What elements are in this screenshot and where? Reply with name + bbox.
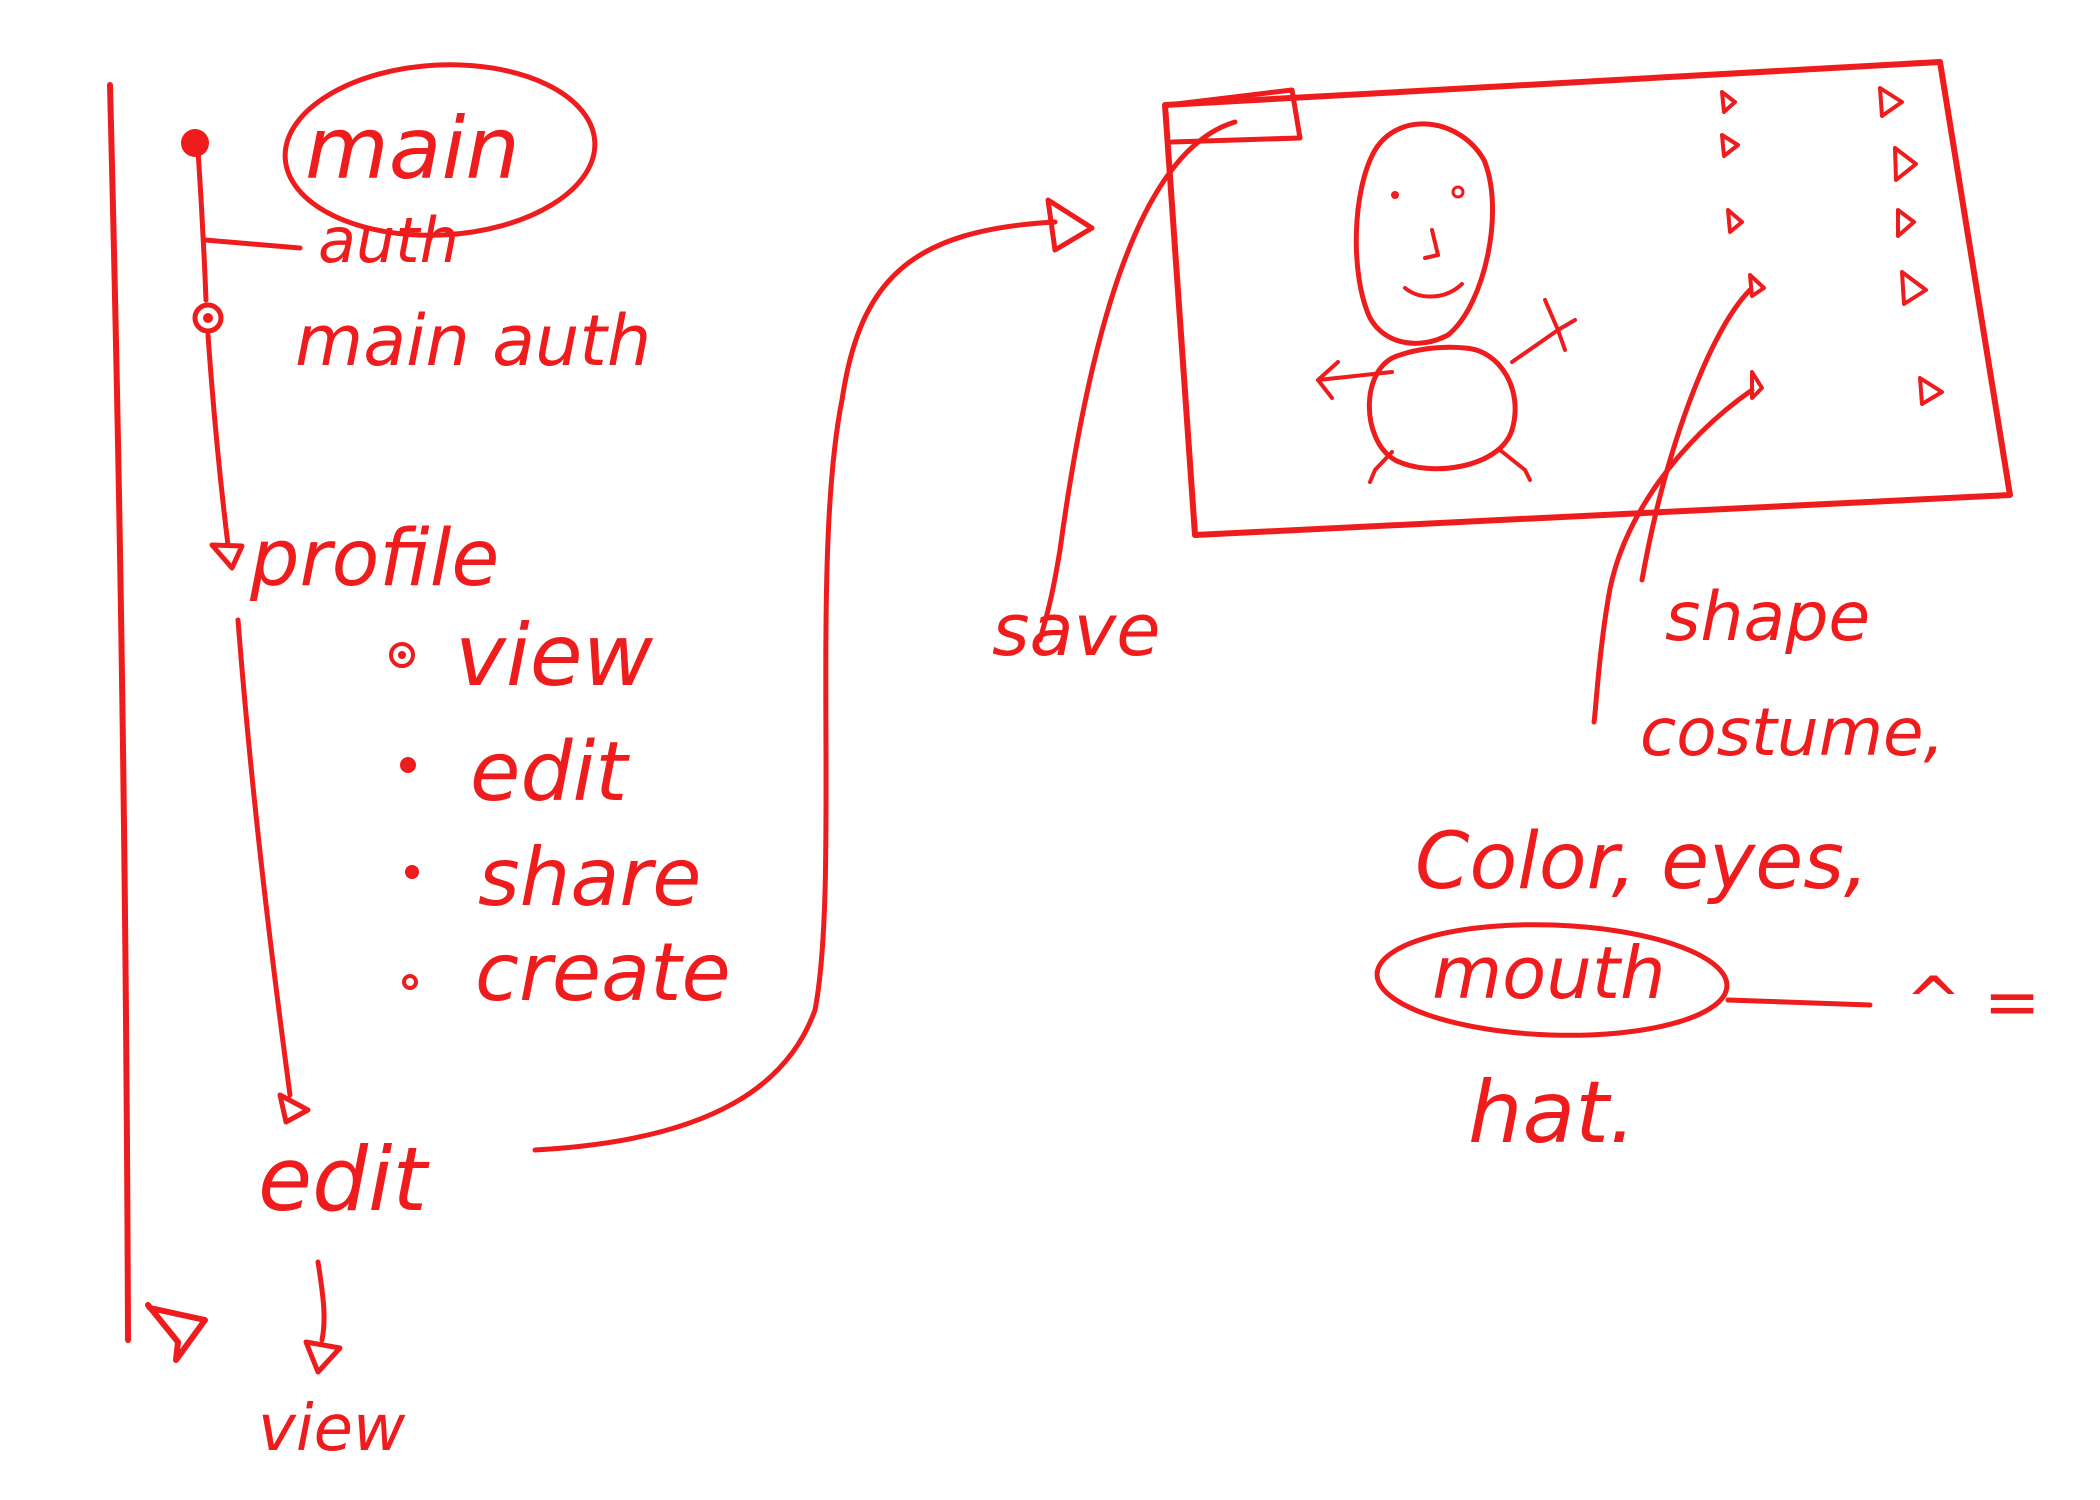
character-head xyxy=(1353,121,1496,346)
character-left-leg xyxy=(1368,450,1394,484)
shape-pointer-line xyxy=(1639,287,1753,583)
create-bullet xyxy=(402,974,418,990)
mouth-highlight-circle xyxy=(1374,922,1730,1038)
hat-label: hat. xyxy=(1468,1063,1636,1163)
options-line-2: Color, eyes, xyxy=(1415,817,1869,907)
edit-to-editor-arrow-head xyxy=(1045,197,1095,253)
mouth-label: mouth xyxy=(1432,931,1666,1015)
character-body xyxy=(1366,344,1518,472)
editor-mockup: save xyxy=(992,59,2041,1163)
view-connector xyxy=(315,1259,327,1343)
auth-branch xyxy=(202,237,303,251)
profile-item-share: share xyxy=(405,831,702,924)
main-label: main xyxy=(305,99,520,199)
triangle-icon xyxy=(1900,270,1928,306)
options-line-1: costume, xyxy=(1640,694,1945,771)
edit-label: edit xyxy=(258,1128,430,1231)
profile-item-view: view xyxy=(389,606,654,706)
profile-item-share-label: share xyxy=(478,831,702,924)
triangle-icon xyxy=(1720,90,1737,114)
triangle-icon xyxy=(1720,133,1740,158)
character-right-arm xyxy=(1510,298,1577,364)
character-left-eye xyxy=(1391,191,1399,199)
profile-item-create-label: create xyxy=(475,926,731,1019)
view-label: view xyxy=(258,1392,406,1466)
main-node-dot xyxy=(181,129,209,157)
character-mouth xyxy=(1403,282,1464,299)
view-bullet-dot xyxy=(398,651,406,659)
view-arrow-head xyxy=(303,1339,343,1375)
edit-connector xyxy=(235,617,293,1098)
profile-connector xyxy=(205,332,231,548)
mouth-connector xyxy=(1725,997,1873,1008)
profile-item-view-label: view xyxy=(455,606,654,706)
character-right-eye xyxy=(1451,185,1465,199)
costume-pointer-line xyxy=(1591,387,1755,725)
main-connector xyxy=(195,147,209,303)
character-nose xyxy=(1423,228,1440,260)
option-column-right xyxy=(1878,86,1944,406)
main-auth-node-ring xyxy=(192,302,224,334)
shape-label: shape xyxy=(1665,578,1870,657)
auth-label: auth xyxy=(318,204,459,277)
triangle-icon xyxy=(1726,208,1744,234)
flow-diagram: main auth main auth profile view edit sh… xyxy=(107,62,1095,1466)
triangle-icon xyxy=(1750,370,1764,400)
editor-screen-frame xyxy=(1162,59,2013,538)
profile-arrow-head xyxy=(209,542,245,571)
triangle-icon xyxy=(1918,376,1944,406)
edit-bullet xyxy=(400,757,416,773)
timeline-arrow-head xyxy=(145,1302,208,1363)
option-column-left xyxy=(1720,90,1766,400)
character-left-arm xyxy=(1316,360,1394,400)
triangle-icon xyxy=(1893,146,1918,182)
character-drawing xyxy=(1316,121,1577,484)
main-highlight-circle xyxy=(282,62,598,238)
triangle-icon xyxy=(1878,86,1904,118)
timeline-line xyxy=(107,82,131,1343)
profile-label: profile xyxy=(249,514,499,604)
share-bullet xyxy=(405,865,419,879)
save-tab xyxy=(1165,87,1303,145)
main-auth-label: main auth xyxy=(295,300,651,382)
edit-arrow-head xyxy=(277,1092,311,1125)
triangle-icon xyxy=(1896,208,1916,238)
edit-to-editor-curve xyxy=(532,219,1058,1153)
save-pointer-line xyxy=(1037,119,1238,643)
profile-item-edit-label: edit xyxy=(470,725,630,820)
profile-item-edit: edit xyxy=(400,725,630,820)
triangle-icon xyxy=(1748,273,1766,298)
profile-item-create: create xyxy=(402,926,731,1019)
save-label: save xyxy=(992,588,1161,672)
mouth-options-glyphs: ^ = xyxy=(1905,963,2041,1042)
view-bullet xyxy=(389,642,415,668)
main-auth-node-dot xyxy=(203,313,213,323)
character-right-leg xyxy=(1498,448,1532,482)
